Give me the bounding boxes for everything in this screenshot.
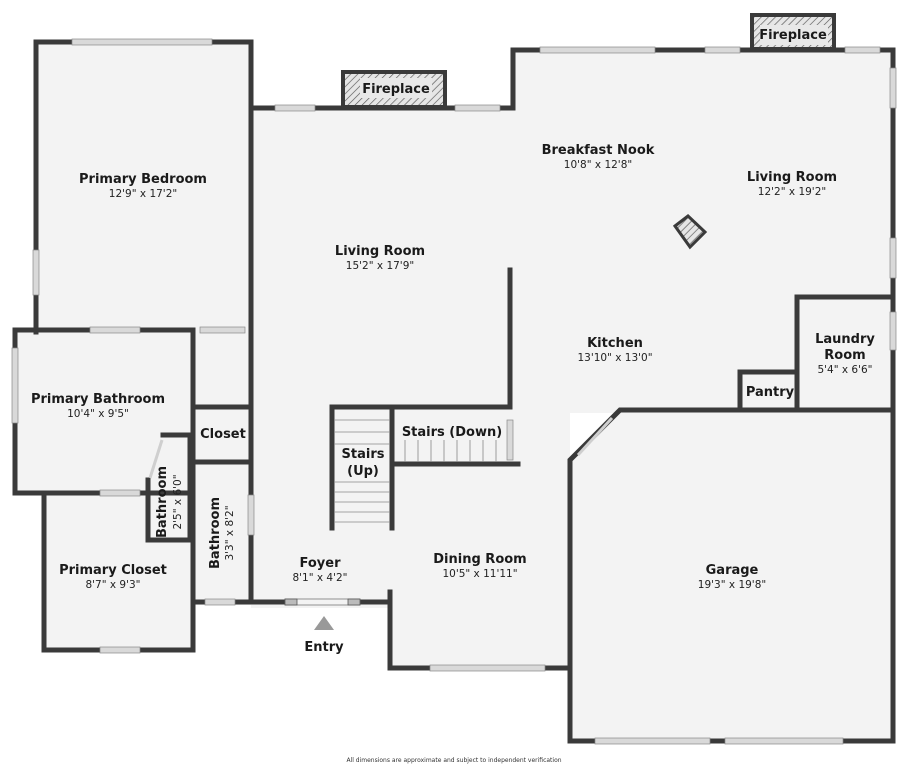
foyer-name: Foyer	[300, 556, 342, 571]
bathroom-hall-dim: 3'3" x 8'2"	[224, 505, 236, 560]
stairs-up-treads	[334, 419, 390, 523]
primary-bedroom-dim: 12'9" x 17'2"	[109, 188, 177, 200]
garage-name: Garage	[706, 563, 759, 578]
bathroom-small-name: Bathroom	[155, 466, 170, 538]
dining-room-name: Dining Room	[433, 552, 526, 567]
windows	[11, 38, 897, 745]
fireplace-right-label: Fireplace	[759, 28, 827, 43]
primary-bedroom-name: Primary Bedroom	[79, 172, 207, 187]
fireplace-left-label: Fireplace	[362, 82, 430, 97]
stairs-up-name-line1: Stairs	[342, 447, 385, 462]
bathroom-hall-name: Bathroom	[208, 497, 223, 569]
closet-name: Closet	[200, 427, 246, 442]
primary-closet-name: Primary Closet	[59, 563, 167, 578]
fireplace-right: Fireplace	[750, 13, 836, 51]
living-room-east-dim: 12'2" x 19'2"	[758, 186, 826, 198]
kitchen-name: Kitchen	[587, 336, 643, 351]
entry-label: Entry	[304, 640, 344, 655]
laundry-room-dim: 5'4" x 6'6"	[817, 364, 872, 376]
garage-dim: 19'3" x 19'8"	[698, 579, 766, 591]
breakfast-nook-name: Breakfast Nook	[542, 143, 655, 158]
foyer-dim: 8'1" x 4'2"	[292, 572, 347, 584]
fireplace-left: Fireplace	[341, 70, 447, 109]
laundry-room-name-line2: Room	[824, 348, 865, 363]
kitchen-dim: 13'10" x 13'0"	[577, 352, 652, 364]
living-room-east-name: Living Room	[747, 170, 837, 185]
openings	[148, 416, 614, 479]
corner-fireplace-icon	[672, 214, 708, 250]
stairs-up-name-line2: (Up)	[347, 464, 379, 479]
entry-door	[284, 598, 361, 606]
stairs-down-name: Stairs (Down)	[402, 425, 502, 440]
stairs-down-treads	[404, 440, 497, 462]
laundry-room-name-line1: Laundry	[815, 332, 875, 347]
living-room-main-dim: 15'2" x 17'9"	[346, 260, 414, 272]
breakfast-nook-dim: 10'8" x 12'8"	[564, 159, 632, 171]
room-labels: Primary Bedroom 12'9" x 17'2" Living Roo…	[31, 143, 875, 591]
living-room-main-name: Living Room	[335, 244, 425, 259]
entry-marker: Entry	[304, 616, 344, 655]
dining-room-dim: 10'5" x 11'11"	[442, 568, 517, 580]
disclaimer-text: All dimensions are approximate and subje…	[346, 757, 562, 764]
floor-areas	[15, 42, 893, 741]
primary-bathroom-dim: 10'4" x 9'5"	[67, 408, 129, 420]
primary-bathroom-name: Primary Bathroom	[31, 392, 165, 407]
bathroom-small-dim: 2'5" x 6'0"	[172, 474, 184, 529]
pantry-name: Pantry	[746, 385, 795, 400]
primary-closet-dim: 8'7" x 9'3"	[85, 579, 140, 591]
entry-arrow-icon	[314, 616, 334, 630]
